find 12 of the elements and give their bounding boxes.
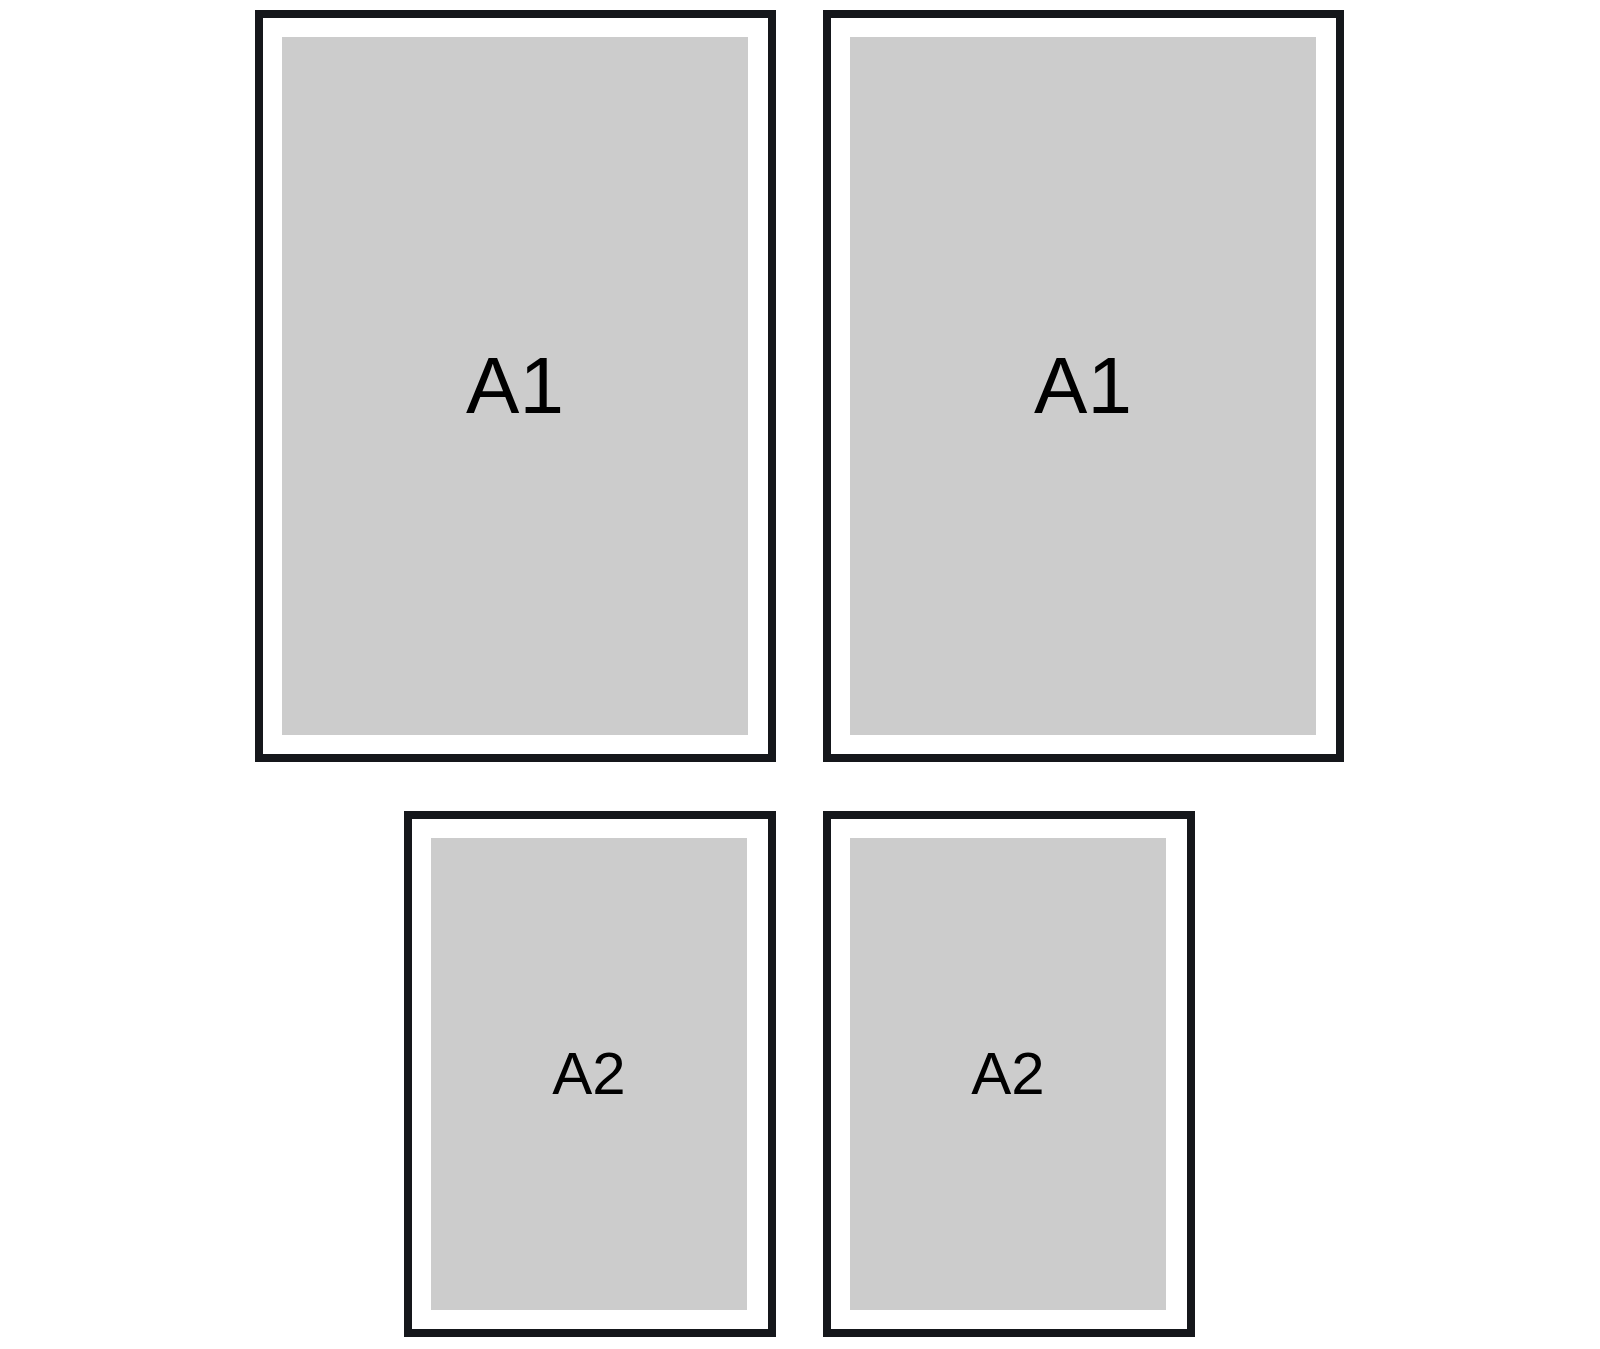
picture-frame xyxy=(823,10,1344,762)
size-label: A1 xyxy=(466,346,564,426)
picture-frame xyxy=(823,811,1195,1337)
poster-area xyxy=(282,37,748,735)
size-label: A2 xyxy=(971,1044,1045,1104)
poster-area xyxy=(850,838,1166,1310)
poster-area xyxy=(431,838,747,1310)
size-label: A1 xyxy=(1034,346,1132,426)
size-label: A2 xyxy=(552,1044,626,1104)
picture-frame xyxy=(404,811,776,1337)
picture-frame xyxy=(255,10,776,762)
poster-area xyxy=(850,37,1316,735)
